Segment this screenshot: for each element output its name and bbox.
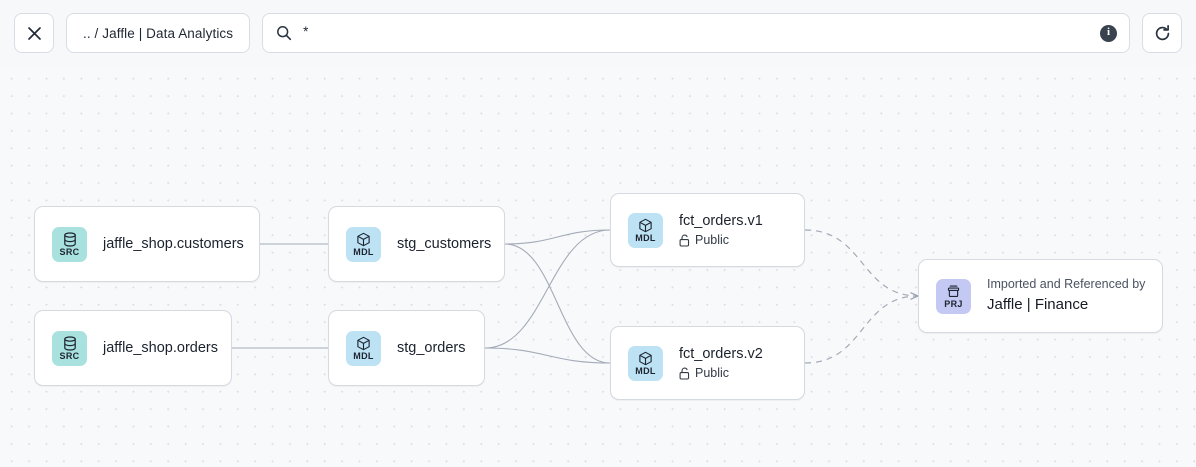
- info-icon-label: i: [1106, 26, 1111, 38]
- node-kind-badge: PRJ: [936, 278, 971, 314]
- edge-fct-v2-to-jaffle-finance: [804, 296, 918, 364]
- node-text: fct_orders.v1 Public: [679, 212, 763, 248]
- node-text: jaffle_shop.customers: [103, 235, 244, 253]
- node-stg-customers[interactable]: MDL stg_customers: [328, 206, 505, 282]
- refresh-button[interactable]: [1142, 13, 1182, 53]
- node-title: fct_orders.v2: [679, 345, 763, 362]
- database-icon: [63, 335, 77, 351]
- node-fct-orders-v1[interactable]: MDL fct_orders.v1 Public: [610, 193, 805, 267]
- node-visibility-label: Public: [695, 233, 730, 248]
- unlock-icon: [679, 234, 690, 247]
- edge-fct-v1-to-jaffle-finance: [804, 229, 918, 296]
- node-title: jaffle_shop.orders: [103, 339, 219, 356]
- node-kind-badge: SRC: [52, 226, 87, 262]
- node-visibility-label: Public: [695, 366, 730, 381]
- node-text: fct_orders.v2 Public: [679, 345, 763, 381]
- node-visibility: Public: [679, 366, 763, 381]
- edge-stg-orders-to-fct-v2: [484, 347, 611, 364]
- search-input-value[interactable]: *: [303, 24, 309, 40]
- breadcrumb-button[interactable]: .. / Jaffle | Data Analytics: [66, 13, 251, 53]
- node-kind-label: MDL: [635, 365, 656, 376]
- node-kind-badge: SRC: [52, 330, 87, 366]
- node-fct-orders-v2[interactable]: MDL fct_orders.v2 Public: [610, 326, 805, 400]
- database-icon: [63, 231, 77, 247]
- unlock-icon: [679, 367, 690, 380]
- node-text: stg_orders: [397, 339, 466, 357]
- node-kind-label: PRJ: [944, 298, 963, 309]
- node-title: jaffle_shop.customers: [103, 235, 244, 252]
- node-jaffle-shop-customers[interactable]: SRC jaffle_shop.customers: [34, 206, 260, 282]
- cube-icon: [638, 351, 653, 366]
- node-title: stg_orders: [397, 339, 466, 356]
- close-icon: [27, 26, 41, 40]
- close-button[interactable]: [14, 13, 54, 53]
- node-kind-badge: MDL: [628, 212, 663, 248]
- node-text: stg_customers: [397, 235, 491, 253]
- top-toolbar: .. / Jaffle | Data Analytics * i: [0, 0, 1196, 66]
- project-box-icon: [946, 284, 961, 299]
- node-title: fct_orders.v1: [679, 212, 763, 229]
- node-text: Imported and Referenced by Jaffle | Fina…: [987, 277, 1145, 315]
- node-kind-label: MDL: [353, 246, 374, 257]
- graph-canvas[interactable]: SRC jaffle_shop.customers SRC jaffle_sh: [0, 66, 1196, 467]
- refresh-icon: [1155, 24, 1169, 40]
- edge-stg-customers-to-fct-v2: [504, 243, 611, 364]
- cube-icon: [638, 218, 653, 233]
- node-stg-orders[interactable]: MDL stg_orders: [328, 310, 485, 386]
- node-kind-badge: MDL: [346, 226, 381, 262]
- node-visibility: Public: [679, 233, 763, 248]
- node-kind-badge: MDL: [346, 330, 381, 366]
- node-title: stg_customers: [397, 235, 492, 252]
- node-text: jaffle_shop.orders: [103, 339, 218, 357]
- graph-edges: [232, 229, 1196, 364]
- node-caption: Imported and Referenced by: [987, 277, 1146, 292]
- node-kind-label: SRC: [59, 350, 80, 361]
- node-title: Jaffle | Finance: [987, 296, 1089, 314]
- search-icon: [277, 26, 292, 41]
- node-kind-label: MDL: [353, 350, 374, 361]
- info-icon[interactable]: i: [1100, 24, 1117, 42]
- node-kind-label: MDL: [635, 232, 656, 243]
- node-jaffle-shop-orders[interactable]: SRC jaffle_shop.orders: [34, 310, 232, 386]
- node-kind-badge: MDL: [628, 345, 663, 381]
- edge-stg-orders-to-fct-v1: [484, 229, 611, 349]
- node-kind-label: SRC: [59, 246, 80, 257]
- search-input[interactable]: * i: [262, 13, 1130, 53]
- edge-stg-customers-to-fct-v1: [504, 229, 611, 245]
- breadcrumb-label: .. / Jaffle | Data Analytics: [83, 25, 234, 41]
- cube-icon: [356, 232, 371, 247]
- cube-icon: [356, 336, 371, 351]
- node-jaffle-finance[interactable]: PRJ Imported and Referenced by Jaffle | …: [918, 259, 1163, 333]
